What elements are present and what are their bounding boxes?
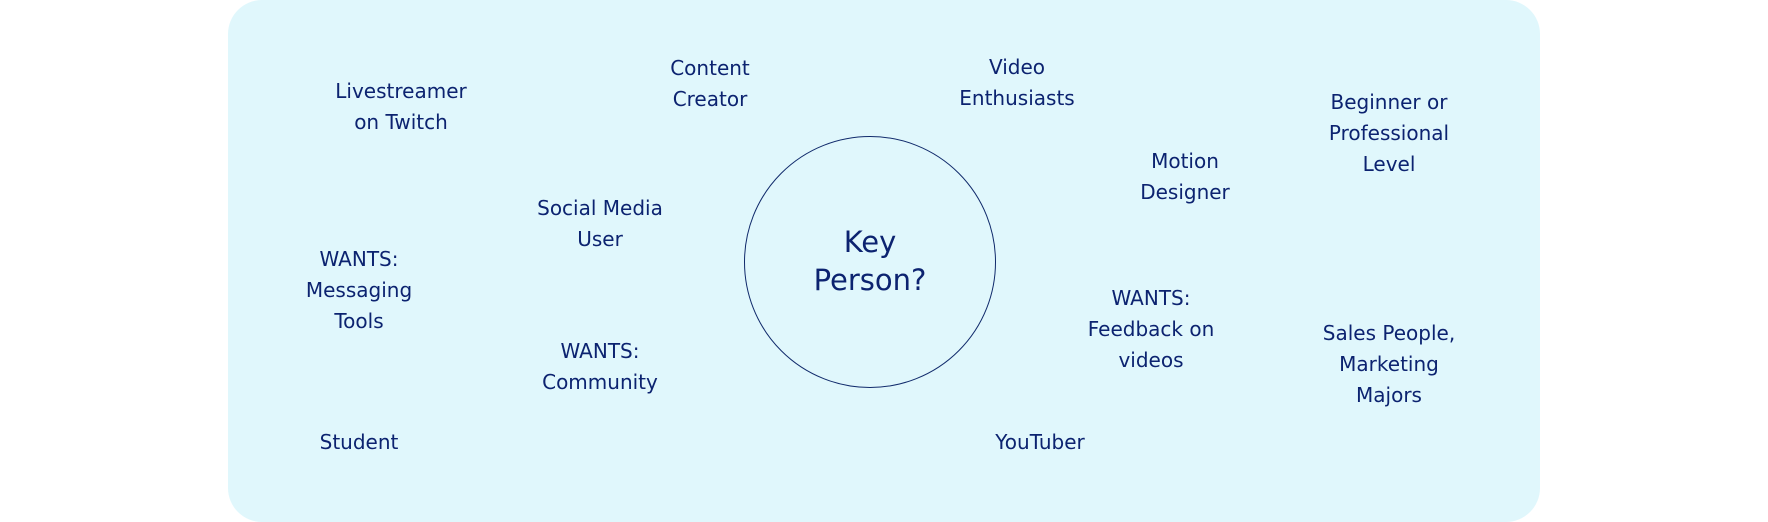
- note-social-media-user: Social Media User: [537, 196, 663, 251]
- note-video-enthusiasts: Video Enthusiasts: [959, 55, 1075, 110]
- note-motion-designer: Motion Designer: [1140, 149, 1230, 204]
- note-beginner-professional: Beginner or Professional Level: [1328, 90, 1450, 176]
- note-livestreamer: Livestreamer on Twitch: [335, 79, 467, 134]
- note-student: Student: [319, 430, 399, 454]
- center-circle: [744, 136, 996, 388]
- note-sales-marketing: Sales People, Marketing Majors: [1322, 321, 1456, 407]
- note-wants-messaging: WANTS: Messaging Tools: [305, 247, 413, 333]
- note-wants-feedback: WANTS: Feedback on videos: [1087, 286, 1215, 372]
- note-wants-community: WANTS: Community: [542, 339, 658, 394]
- note-youtuber: YouTuber: [995, 430, 1085, 454]
- note-content-creator: Content Creator: [670, 56, 750, 111]
- center-label: Key Person?: [813, 225, 927, 297]
